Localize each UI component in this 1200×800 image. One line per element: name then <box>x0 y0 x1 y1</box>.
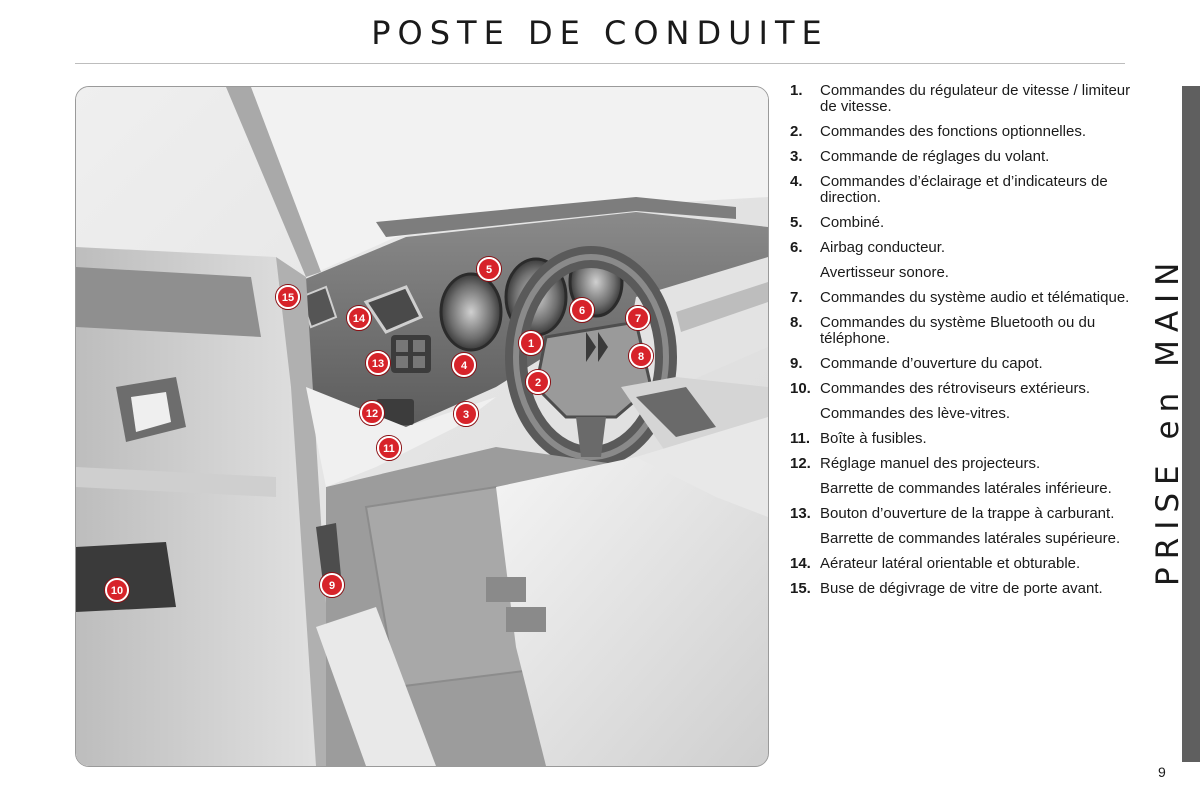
legend-number: 12. <box>790 455 811 472</box>
legend-number: 15. <box>790 580 811 597</box>
legend-text: Barrette de commandes latérales supérieu… <box>820 530 1121 547</box>
legend-number: 1. <box>790 82 803 99</box>
callout-label: 11 <box>383 443 395 455</box>
legend-text: Combiné. <box>820 214 885 231</box>
legend-item: 8. Commandes du système Bluetooth ou du t… <box>790 315 1135 347</box>
legend-number: 4. <box>790 173 803 190</box>
callout-label: 10 <box>111 585 123 597</box>
callout-1: 1 <box>518 330 544 356</box>
legend-text: Avertisseur sonore. <box>820 264 949 281</box>
legend-number: 8. <box>790 314 803 331</box>
callout-7: 7 <box>625 305 651 331</box>
legend-item: 1. Commandes du régulateur de vitesse / l… <box>790 83 1135 115</box>
legend-item: 10. Commandes des rétroviseurs extérieurs… <box>790 381 1135 397</box>
legend-item: 11. Boîte à fusibles. <box>790 431 1135 447</box>
callout-5: 5 <box>476 256 502 282</box>
legend-text: Airbag conducteur. <box>820 239 946 256</box>
legend-item: 13. Bouton d’ouverture de la trappe à car… <box>790 506 1135 522</box>
callout-15: 15 <box>275 284 301 310</box>
legend-text: Aérateur latéral orientable et obturable… <box>820 555 1081 572</box>
legend-item: 12. Réglage manuel des projecteurs. <box>790 456 1135 472</box>
legend-number: 14. <box>790 555 811 572</box>
legend-text: Commandes d’éclairage et d’indicateurs d… <box>820 173 1108 206</box>
legend-item: 14. Aérateur latéral orientable et obtura… <box>790 556 1135 572</box>
legend-number: 6. <box>790 239 803 256</box>
legend-item: 4. Commandes d’éclairage et d’indicateurs… <box>790 174 1135 206</box>
callout-label: 12 <box>366 408 378 420</box>
page-number: 9 <box>1158 764 1166 780</box>
legend-item: Barrette de commandes latérales supérieu… <box>790 531 1135 547</box>
legend-number: 3. <box>790 148 803 165</box>
callout-4: 4 <box>451 352 477 378</box>
legend-item: 9. Commande d’ouverture du capot. <box>790 356 1135 372</box>
callout-12: 12 <box>359 400 385 426</box>
title-divider <box>75 63 1125 64</box>
legend-item: 5. Combiné. <box>790 215 1135 231</box>
callout-label: 1 <box>528 338 534 350</box>
callout-label: 4 <box>461 360 468 372</box>
page-title: POSTE DE CONDUITE <box>371 14 829 52</box>
callout-9: 9 <box>319 572 345 598</box>
callout-6: 6 <box>569 297 595 323</box>
legend-text: Commande d’ouverture du capot. <box>820 355 1043 372</box>
legend-item: 2. Commandes des fonctions optionnelles. <box>790 124 1135 140</box>
callout-10: 10 <box>104 577 130 603</box>
callout-label: 9 <box>329 580 335 592</box>
legend-text: Commandes du régulateur de vitesse / lim… <box>820 82 1131 115</box>
callout-2: 2 <box>525 369 551 395</box>
legend-item: 7. Commandes du système audio et télémati… <box>790 290 1135 306</box>
callout-label: 14 <box>353 313 366 325</box>
legend-text: Commande de réglages du volant. <box>820 148 1050 165</box>
legend-item: Barrette de commandes latérales inférieu… <box>790 481 1135 497</box>
legend-number: 2. <box>790 123 803 140</box>
section-label: PRISE en MAIN <box>1150 254 1186 586</box>
legend-number: 9. <box>790 355 803 372</box>
section-tab <box>1182 86 1200 762</box>
callout-3: 3 <box>453 401 479 427</box>
callout-label: 8 <box>638 351 644 363</box>
legend-number: 11. <box>790 430 811 447</box>
callout-label: 5 <box>486 264 492 276</box>
legend-text: Buse de dégivrage de vitre de porte avan… <box>820 580 1103 597</box>
legend-item: 6. Airbag conducteur. <box>790 240 1135 256</box>
callout-label: 7 <box>635 313 641 325</box>
callout-label: 6 <box>579 305 585 317</box>
legend-list: 1. Commandes du régulateur de vitesse / l… <box>790 83 1135 606</box>
callout-8: 8 <box>628 343 654 369</box>
legend-text: Barrette de commandes latérales inférieu… <box>820 480 1112 497</box>
legend-number: 10. <box>790 380 811 397</box>
legend-text: Commandes des fonctions optionnelles. <box>820 123 1086 140</box>
legend-item: Commandes des lève-vitres. <box>790 406 1135 422</box>
legend-number: 5. <box>790 214 803 231</box>
legend-text: Réglage manuel des projecteurs. <box>820 455 1041 472</box>
callout-label: 3 <box>463 409 469 421</box>
legend-text: Commandes du système audio et télématiqu… <box>820 289 1130 306</box>
legend-text: Boîte à fusibles. <box>820 430 927 447</box>
callout-label: 2 <box>535 377 541 389</box>
callout-label: 15 <box>282 292 294 304</box>
legend-text: Bouton d’ouverture de la trappe à carbur… <box>820 505 1115 522</box>
legend-text: Commandes des lève-vitres. <box>820 405 1011 422</box>
legend-number: 13. <box>790 505 811 522</box>
callout-11: 11 <box>376 435 402 461</box>
legend-text: Commandes du système Bluetooth ou du tél… <box>820 314 1096 347</box>
legend-item: 15. Buse de dégivrage de vitre de porte a… <box>790 581 1135 597</box>
legend-item: Avertisseur sonore. <box>790 265 1135 281</box>
callout-13: 13 <box>365 350 391 376</box>
legend-item: 3. Commande de réglages du volant. <box>790 149 1135 165</box>
legend-number: 7. <box>790 289 803 306</box>
legend-text: Commandes des rétroviseurs extérieurs. <box>820 380 1091 397</box>
callout-14: 14 <box>346 305 372 331</box>
callout-label: 13 <box>372 358 384 370</box>
